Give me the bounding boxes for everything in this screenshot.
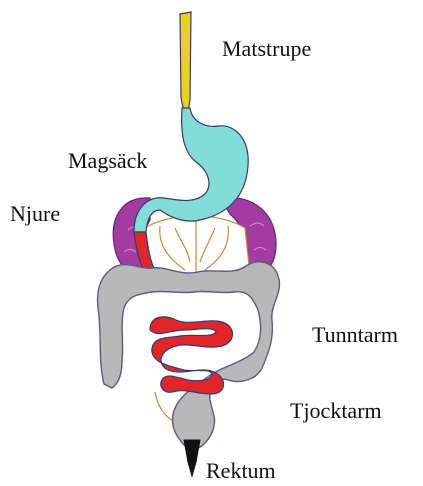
rectum <box>184 440 200 476</box>
small-intestine <box>150 317 233 394</box>
label-rectum: Rektum <box>206 460 276 482</box>
label-small-intestine: Tunntarm <box>312 324 398 346</box>
label-large-intestine: Tjocktarm <box>290 400 382 422</box>
label-esophagus: Matstrupe <box>222 38 311 60</box>
large-intestine <box>98 262 280 449</box>
label-kidney: Njure <box>10 203 60 225</box>
mesentery <box>140 216 250 275</box>
esophagus <box>180 12 191 112</box>
label-stomach: Magsäck <box>68 150 147 172</box>
